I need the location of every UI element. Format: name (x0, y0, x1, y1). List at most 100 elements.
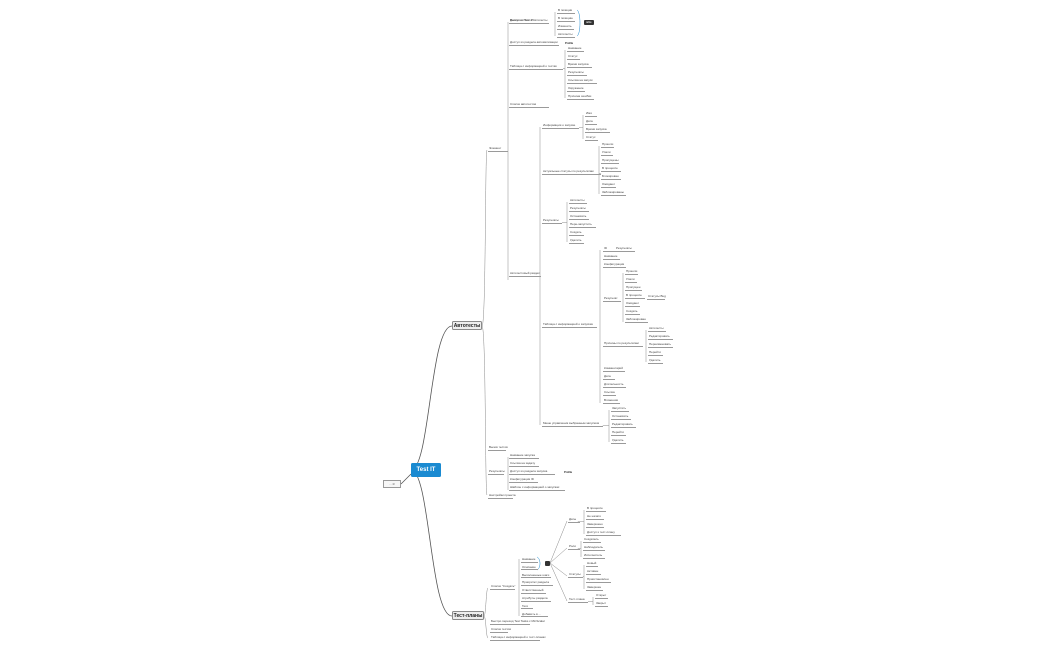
node-run-info-item[interactable]: Дата (586, 119, 593, 123)
node-calls[interactable]: Вызов тестов (489, 445, 508, 449)
node-meta-item[interactable]: Комментарий (604, 366, 623, 370)
node-testplan-item[interactable]: Закрыт (596, 601, 606, 605)
node-result-item[interactable]: Создать (626, 309, 638, 313)
node-results-parent[interactable]: Результаты (543, 218, 559, 222)
node-run-info-item[interactable]: Статус (586, 135, 596, 139)
node-statuses-item[interactable]: Прошли (602, 142, 614, 146)
node-table-item[interactable]: Окружение (568, 86, 584, 90)
node-testplans-table[interactable]: Таблица с информацией о тест-планах (491, 635, 546, 639)
node-create-item[interactable]: Название (522, 557, 536, 561)
node-results-col[interactable]: Результаты (616, 246, 632, 250)
node-results-item[interactable]: Пере-запустить (570, 222, 592, 226)
node-statuses-item[interactable]: Упали (602, 150, 611, 154)
node-position[interactable]: Изменить (558, 24, 572, 28)
node-create-item[interactable]: Ответственный (522, 588, 544, 593)
node-cause-item[interactable]: Переименовать (649, 342, 671, 346)
node-results-item[interactable]: Ссылка на задачу (510, 461, 536, 465)
node-results-item[interactable]: Доступ из раздела запуска (510, 469, 548, 473)
branch-node-testplans[interactable]: Тест-планы (452, 611, 484, 620)
node-table-item[interactable]: Время запуска (568, 62, 589, 66)
node-runs-table[interactable]: Таблица с информацией о запусках (543, 322, 594, 326)
node-run-menu-item[interactable]: Остановить (612, 414, 629, 418)
node-roles-parent[interactable]: Роли (569, 544, 576, 548)
node-result-item[interactable]: Пропущен (626, 285, 641, 289)
branch-node-autotests[interactable]: Автотесты (452, 321, 482, 330)
node-create-item[interactable]: Атрибуты раздела (522, 596, 548, 600)
collapsed-branch-box[interactable]: ... ⊘ (383, 480, 401, 488)
node-autotest-section[interactable]: Автотестовый раздел (510, 271, 540, 275)
node-statuses-item[interactable]: Пропущены (602, 158, 619, 162)
node-result[interactable]: Результат (604, 296, 618, 300)
node-results-item[interactable]: Остановить (570, 214, 587, 218)
node-statuses-item[interactable]: Заблокированы (602, 190, 624, 194)
node-list[interactable]: Список автотестов (510, 102, 537, 106)
node-dates-item[interactable]: Не начато (587, 514, 602, 518)
node-results-item[interactable]: Название запуска (510, 453, 535, 457)
node-roles-item[interactable]: Наблюдатель (584, 545, 603, 549)
node-table-item[interactable]: Результаты (568, 70, 584, 74)
node-run-menu-parent[interactable]: Меню управления выбранным запуском (543, 421, 600, 425)
node-results-item[interactable]: Создать (570, 230, 582, 234)
node-roles-item[interactable]: Создатель (584, 537, 599, 541)
node-results-main[interactable]: Результаты (489, 469, 505, 473)
node-meta-item[interactable]: Ссылка (604, 390, 615, 394)
node-testplan-parent[interactable]: Тест-плана (569, 597, 585, 601)
node-results-item[interactable]: Автотесты (570, 198, 585, 202)
node-create-list[interactable]: Список "Создать" (491, 584, 516, 588)
node-result-item[interactable]: Ожидают (626, 301, 639, 305)
node-position[interactable]: В позиции (558, 8, 573, 12)
node-dates-item[interactable]: Доступ к тест-плану (587, 530, 615, 534)
node-statuses-b-parent[interactable]: Статусы (569, 572, 581, 576)
node-statuses-item[interactable]: Ожидают (602, 182, 615, 186)
node-testplan-item[interactable]: Открыт (596, 593, 607, 597)
node-statuses-item[interactable]: В процессе (602, 166, 618, 170)
node-cause-item[interactable]: Автотесты (649, 326, 664, 330)
node-results-item[interactable]: Удалить (570, 238, 582, 242)
node-create-item[interactable]: Теги (522, 603, 529, 608)
node-create-item[interactable]: Приоритет раздела (522, 580, 549, 585)
node-run-menu-item[interactable]: Редактировать (612, 422, 633, 426)
node-meta-item[interactable]: Вложения (604, 398, 619, 402)
node-table-item[interactable]: Причина ошибки (568, 94, 592, 98)
node-create-item[interactable]: Выполненные шаги (522, 572, 550, 577)
node-dates-parent[interactable]: Даты (569, 517, 577, 521)
node-cause-item[interactable]: Редактировать (649, 334, 670, 338)
node-cause-item[interactable]: Удалить (649, 358, 661, 362)
node-table-item[interactable]: Статус (568, 54, 578, 58)
node-autotests-element[interactable]: Элемент (489, 146, 502, 150)
node-cause-item[interactable]: Перейти (649, 350, 661, 354)
node-run-menu-item[interactable]: Запустить (612, 406, 627, 410)
node-project-settings[interactable]: Настройки проекта (489, 493, 516, 497)
node-run-info-parent[interactable]: Информация о запуске (543, 123, 576, 127)
node-position[interactable]: В позицию (558, 16, 573, 20)
node-fast-transition[interactable]: Быстро переход Test Tasks с MinScalar (491, 619, 545, 623)
node-results-item[interactable]: Конфигурация ID (510, 477, 534, 481)
node-access[interactable]: Доступ из Test IT (510, 18, 534, 22)
node-call-from[interactable]: Вызов из Тест в Автотесты (510, 18, 548, 22)
node-position[interactable]: Автотесты (558, 32, 573, 36)
node-create-item[interactable]: Добавить в ... (522, 611, 542, 616)
node-dates-item[interactable]: Завершено (587, 522, 603, 526)
node-meta-item[interactable]: Дата (604, 374, 611, 378)
node-name[interactable]: Название (604, 254, 618, 258)
node-run-info-item[interactable]: Время запуска (586, 127, 607, 131)
node-result-item[interactable]: В процессе (626, 293, 642, 297)
node-tests-list[interactable]: Список тестов (491, 627, 511, 631)
node-statuses-b-item[interactable]: Приостановлен (587, 577, 609, 581)
node-create-item[interactable]: Описание (522, 564, 536, 569)
node-config[interactable]: Конфигурация (604, 262, 625, 266)
node-results-item[interactable]: Результаты (570, 206, 586, 210)
node-roles-item[interactable]: Исполнитель (584, 553, 603, 557)
node-statuses-b-item[interactable]: Активен (587, 569, 599, 573)
node-statuses-b-item[interactable]: Завершен (587, 585, 602, 589)
node-statuses-b-item[interactable]: Новый (587, 561, 597, 565)
node-table-parent[interactable]: Таблица с информацией о тестах (510, 64, 557, 68)
node-table-item[interactable]: Название (568, 46, 582, 50)
node-run-menu-item[interactable]: Удалить (612, 438, 624, 442)
node-statuses-parent[interactable]: Актуальные статусы по результатам (543, 169, 594, 173)
node-meta-item[interactable]: Длительность (604, 382, 624, 386)
node-results-item[interactable]: Шаблон с информацией о запусках (510, 485, 560, 489)
node-result-item[interactable]: Прошли (626, 269, 638, 273)
node-statuses-item[interactable]: Блокирован (602, 174, 619, 178)
node-causes[interactable]: Причины по результатам (604, 341, 639, 345)
